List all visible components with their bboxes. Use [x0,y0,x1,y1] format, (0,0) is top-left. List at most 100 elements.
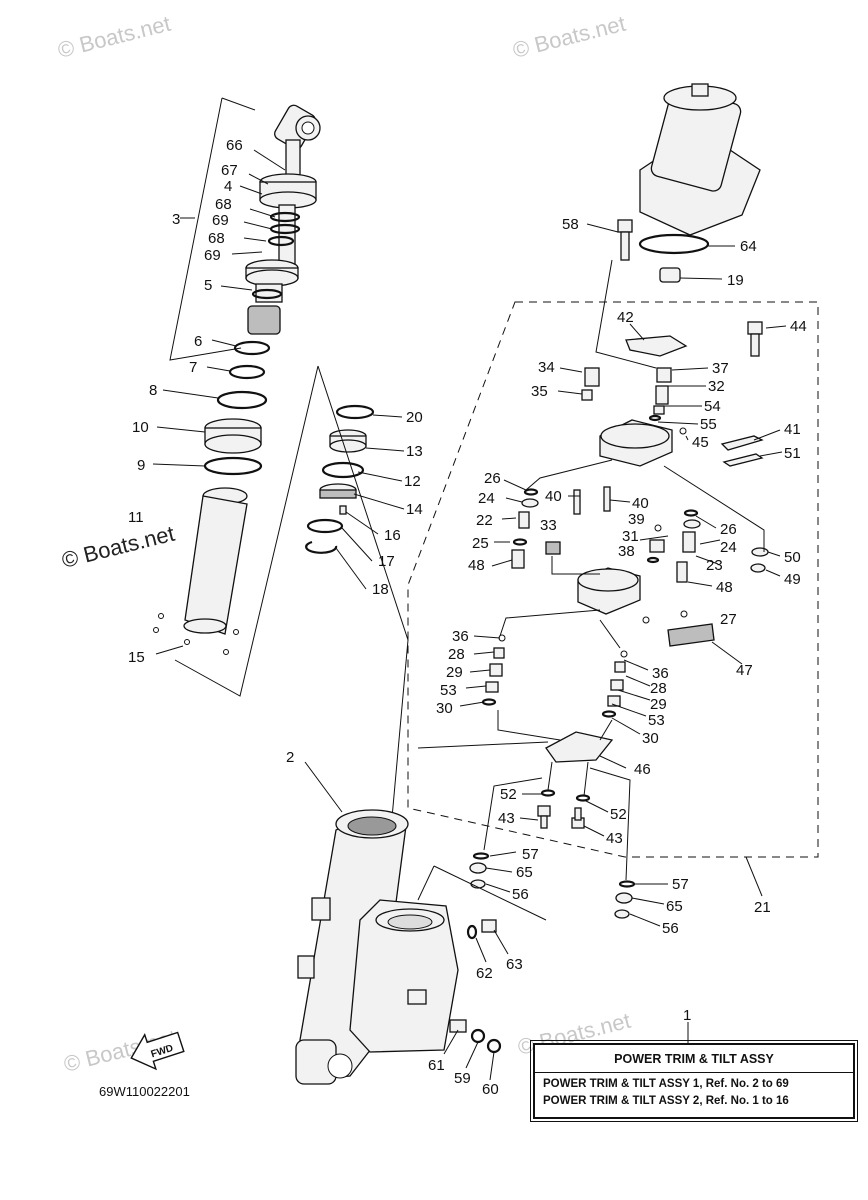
callout-label: 66 [226,137,243,154]
callout-label: 25 [472,535,489,552]
callout-label: 6 [194,333,202,350]
callout-label: 10 [132,419,149,436]
callout-label: 14 [406,501,423,518]
callout-label: 42 [617,309,634,326]
callout-label: 46 [634,761,651,778]
callout-label: 39 [628,511,645,528]
callout-label: 43 [498,810,515,827]
callout-label: 30 [436,700,453,717]
callout-label: 3 [172,211,180,228]
callout-label: 57 [522,846,539,863]
callout-label: 7 [189,359,197,376]
forward-direction-marker: FWD [130,1031,185,1071]
callout-label: 58 [562,216,579,233]
dowel-pins [153,613,239,655]
callout-label: 27 [720,611,737,628]
callout-label: 69 [204,247,221,264]
callout-label: 64 [740,238,757,255]
callout-label: 19 [727,272,744,289]
callout-label: 40 [545,488,562,505]
callout-label: 54 [704,398,721,415]
callout-label: 29 [446,664,463,681]
callout-label: 41 [784,421,801,438]
watermark-mid-left: © Boats.net [59,521,177,573]
callout-label: 17 [378,553,395,570]
callout-label: 28 [650,680,667,697]
valve-assembly-boundary [407,301,819,858]
callout-label: 21 [754,899,771,916]
callout-label: 32 [708,378,725,395]
callout-label: 30 [642,730,659,747]
callout-label: 44 [790,318,807,335]
callout-label: 16 [384,527,401,544]
callout-label: 22 [476,512,493,529]
trim-motor [617,83,763,357]
callout-label: 24 [478,490,495,507]
callout-label: 62 [476,965,493,982]
callout-label: 26 [484,470,501,487]
callout-label: 53 [440,682,457,699]
callout-label: 34 [538,359,555,376]
callout-label: 12 [404,473,421,490]
assembly-ref-label: 1 [683,1007,691,1024]
callout-label: 33 [540,517,557,534]
callout-label: 56 [662,920,679,937]
callout-label: 4 [224,178,232,195]
callout-label: 45 [692,434,709,451]
callout-label: 43 [606,830,623,847]
callout-label: 31 [622,528,639,545]
callout-label: 40 [632,495,649,512]
legend-line: POWER TRIM & TILT ASSY 1, Ref. No. 2 to … [543,1078,789,1090]
callout-label: 26 [720,521,737,538]
callout-label: 68 [208,230,225,247]
legend-line: POWER TRIM & TILT ASSY 2, Ref. No. 1 to … [543,1095,789,1107]
callout-label: 68 [215,196,232,213]
callout-label: 52 [500,786,517,803]
callout-label: 67 [221,162,238,179]
callout-label: 69 [212,212,229,229]
callout-label: 20 [406,409,423,426]
valve-body-stack [469,335,769,919]
cylinder-body [295,809,502,1085]
assembly-legend: POWER TRIM & TILT ASSY POWER TRIM & TILT… [530,1040,858,1122]
callout-label: 38 [618,543,635,560]
free-piston-parts [305,365,409,1041]
callout-label: 18 [372,581,389,598]
callout-label: 56 [512,886,529,903]
drawing-code: 69W110022201 [99,1084,190,1099]
tilt-rod-assembly [153,97,321,697]
callout-label: 28 [448,646,465,663]
callout-label: 49 [784,571,801,588]
callout-label: 35 [531,383,548,400]
callout-label: 15 [128,649,145,666]
callout-label: 55 [700,416,717,433]
callout-label: 29 [650,696,667,713]
callout-label: 53 [648,712,665,729]
callout-label: 13 [406,443,423,460]
callout-label: 24 [720,539,737,556]
callout-label: 63 [506,956,523,973]
watermark-top-left: © Boats.net [55,11,173,63]
watermark-top-right: © Boats.net [510,11,628,63]
callout-label: 11 [128,509,144,526]
legend-lines: POWER TRIM & TILT ASSY 1, Ref. No. 2 to … [535,1073,853,1110]
callout-label: 65 [666,898,683,915]
callout-label: 51 [784,445,801,462]
callout-label: 5 [204,277,212,294]
callout-label: 36 [452,628,469,645]
callout-label: 61 [428,1057,445,1074]
callout-label: 23 [706,557,723,574]
legend-title: POWER TRIM & TILT ASSY [535,1045,853,1073]
leader-lines [152,149,787,1081]
callout-label: 9 [137,457,145,474]
callout-label: 8 [149,382,157,399]
callout-label: 65 [516,864,533,881]
callout-label: 52 [610,806,627,823]
callout-label: 60 [482,1081,499,1098]
callout-labels: 66 67 4 68 3 69 68 69 5 6 7 8 10 9 11 15… [128,137,807,1098]
callout-label: 57 [672,876,689,893]
callout-label: 48 [468,557,485,574]
callout-label: 37 [712,360,729,377]
callout-label: 36 [652,665,669,682]
